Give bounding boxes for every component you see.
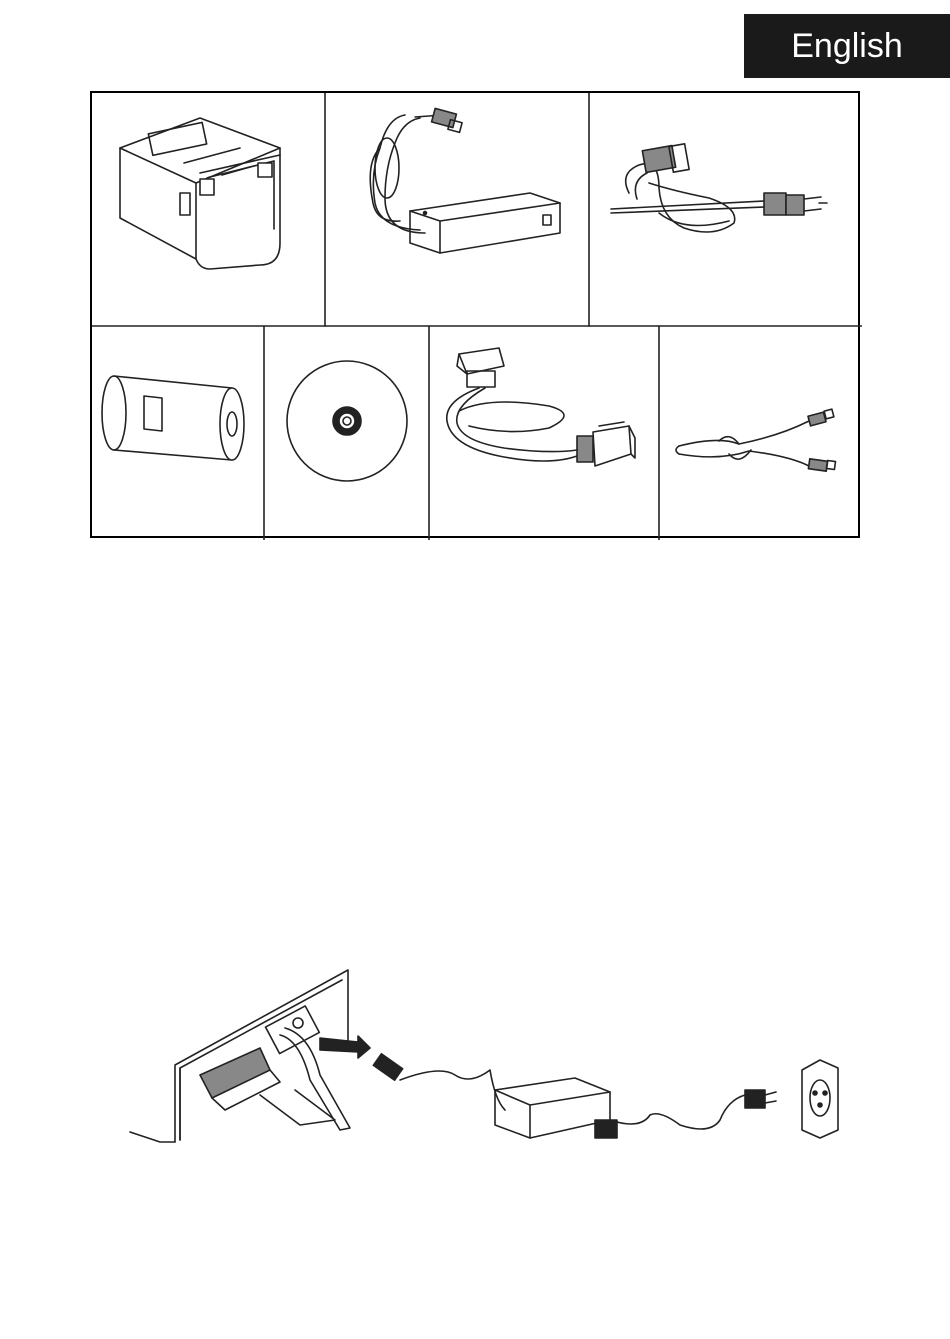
power-adapter-icon — [325, 93, 589, 326]
item-driver-cd — [264, 326, 429, 540]
item-power-adapter — [325, 93, 589, 326]
item-printer — [92, 93, 325, 326]
power-connection-diagram — [120, 960, 860, 1180]
item-parallel-cable — [429, 326, 659, 540]
item-paper-roll — [92, 326, 264, 540]
package-contents-grid — [90, 91, 860, 538]
printer-icon — [92, 93, 325, 326]
usb-cable-icon — [659, 326, 862, 540]
paper-roll-icon — [92, 326, 264, 540]
parallel-cable-icon — [429, 326, 659, 540]
cd-disc-icon — [264, 326, 429, 540]
item-power-cord — [589, 93, 862, 326]
item-usb-cable — [659, 326, 862, 540]
language-tab: English — [744, 14, 950, 78]
power-cord-icon — [589, 93, 862, 326]
connection-diagram-illustration — [120, 960, 860, 1180]
